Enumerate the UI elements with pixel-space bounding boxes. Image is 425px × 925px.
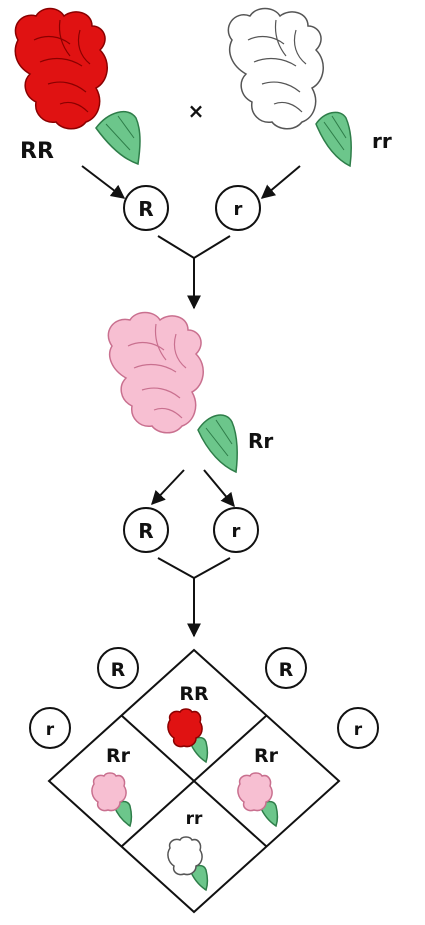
svg-text:r: r [354, 720, 363, 740]
punnett-cell-right-genotype: Rr [254, 745, 279, 767]
mini-pink-flower-left-icon [91, 772, 133, 828]
parent-gamete-left: R [123, 185, 169, 231]
parent-gamete-right: r [215, 185, 261, 231]
svg-text:R: R [138, 197, 153, 221]
mini-red-flower-icon [167, 708, 209, 764]
mini-white-flower-icon [167, 836, 209, 892]
arrow-left-parent-to-gamete [81, 165, 126, 199]
f1-genotype: Rr [248, 429, 273, 453]
punnett-gamete-right: r [337, 707, 379, 749]
arrow-right-parent-to-gamete [260, 165, 301, 199]
svg-text:R: R [279, 659, 294, 681]
punnett-cell-bottom-genotype: rr [186, 809, 203, 829]
punnett-cell-left-genotype: Rr [106, 745, 131, 767]
punnett-gamete-top-right: R [265, 647, 307, 689]
svg-text:R: R [138, 519, 153, 543]
f1-gamete-left: R [123, 507, 169, 553]
pink-flower-icon [107, 311, 238, 474]
merge-lines-to-f1 [157, 235, 231, 260]
svg-text:r: r [46, 720, 55, 740]
punnett-outline [47, 648, 341, 914]
arrow-f1-to-gamete-left [151, 469, 185, 506]
f1-gamete-right: r [213, 507, 259, 553]
punnett-gamete-left: r [29, 707, 71, 749]
svg-text:r: r [234, 199, 243, 220]
svg-text:r: r [232, 521, 241, 542]
arrow-f1-to-gamete-right [203, 469, 235, 508]
punnett-square [47, 648, 341, 914]
svg-text:R: R [111, 659, 126, 681]
mini-pink-flower-right-icon [237, 772, 279, 828]
parent-left-genotype: RR [20, 139, 54, 164]
red-flower-icon [14, 7, 141, 165]
parent-right-genotype: rr [372, 129, 392, 153]
white-flower-icon [227, 7, 352, 168]
cross-symbol: × [188, 99, 205, 123]
punnett-gamete-top-left: R [97, 647, 139, 689]
punnett-cell-top-genotype: RR [179, 683, 209, 705]
merge-lines-to-punnett [157, 557, 231, 580]
